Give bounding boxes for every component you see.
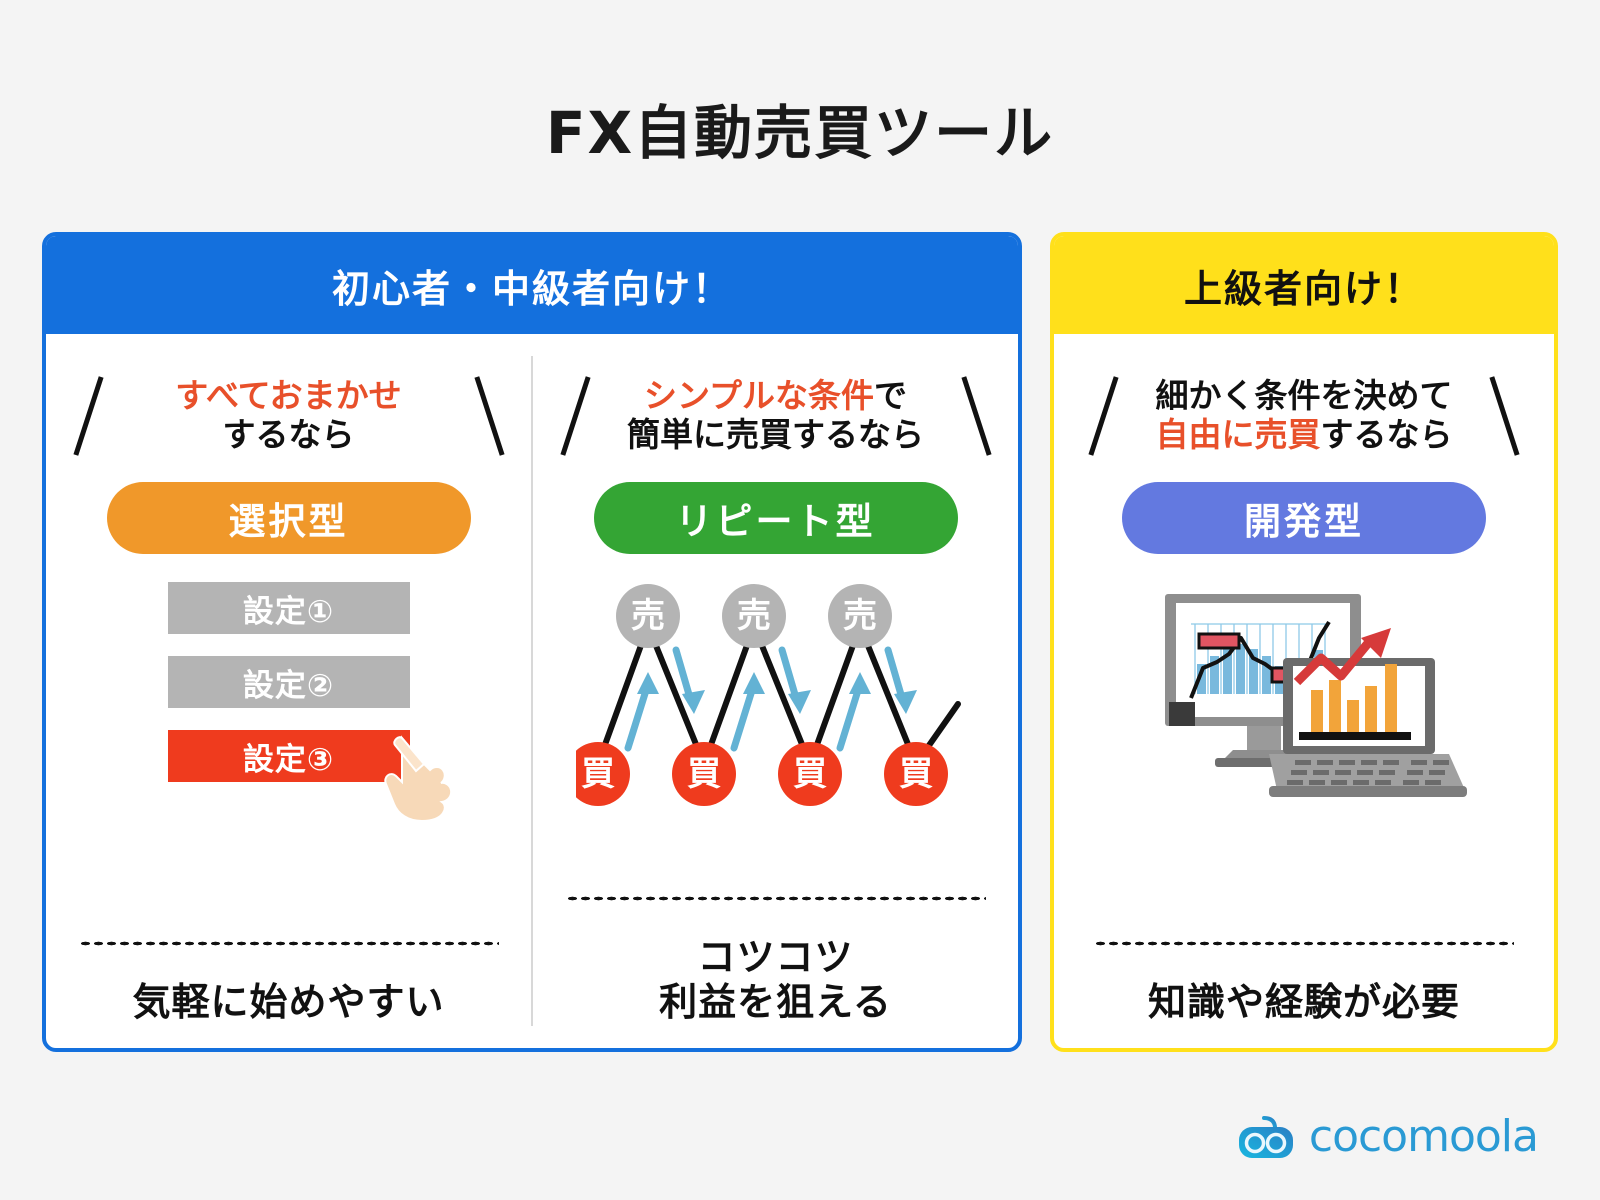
kaihatsu-footer-text: 知識や経験が必要 xyxy=(1147,980,1460,1025)
column-kaihatsu: 細かく条件を決めて 自由に売買するなら 開発型 xyxy=(1054,334,1554,1048)
buy-node: 買 買 買 買 xyxy=(565,742,948,806)
repeat-lead-highlight: シンプルな条件 xyxy=(643,376,874,416)
robot-head-icon xyxy=(1238,1115,1293,1158)
beginner-card-header: 初心者・中級者向け！ xyxy=(46,236,1018,334)
slash-left-icon xyxy=(72,376,104,456)
kaihatsu-lead-line1: 細かく条件を決めて xyxy=(1155,376,1453,416)
sentaku-footer: 気軽に始めやすい xyxy=(46,941,531,1026)
slash-right-icon xyxy=(473,376,505,456)
slash-right-icon xyxy=(960,376,992,456)
svg-text:買: 買 xyxy=(687,754,721,794)
pill-repeat[interactable]: リピート型 xyxy=(593,482,958,554)
advanced-card-header: 上級者向け！ xyxy=(1054,236,1554,334)
kaihatsu-footer: 知識や経験が必要 xyxy=(1054,941,1554,1026)
svg-text:買: 買 xyxy=(793,754,827,794)
column-divider xyxy=(531,356,533,1026)
column-sentaku: すべておまかせ するなら 選択型 設定① 設定② 設定③ 気 xyxy=(46,334,531,1048)
advanced-card: 上級者向け！ 細かく条件を決めて 自由に売買するなら 開発型 xyxy=(1050,232,1558,1052)
svg-text:売: 売 xyxy=(631,596,665,636)
repeat-lead-suffix: で xyxy=(874,376,907,416)
svg-text:買: 買 xyxy=(899,754,933,794)
svg-text:売: 売 xyxy=(737,596,771,636)
repeat-lead: シンプルな条件で 簡単に売買するなら xyxy=(559,362,992,470)
sentaku-lead-rest: するなら xyxy=(222,415,355,454)
repeat-footer-line1: コツコツ xyxy=(697,934,854,979)
beginner-card-body: すべておまかせ するなら 選択型 設定① 設定② 設定③ 気 xyxy=(46,334,1018,1048)
slash-left-icon xyxy=(1088,376,1119,456)
repeat-lead-line2: 簡単に売買するなら xyxy=(627,415,924,454)
trading-computers-illustration xyxy=(1129,576,1479,808)
kaihatsu-lead: 細かく条件を決めて 自由に売買するなら xyxy=(1088,362,1520,470)
divider-dots xyxy=(1094,941,1514,947)
repeat-trade-diagram: 売 売 売 買 買 買 買 xyxy=(565,576,976,808)
sentaku-lead: すべておまかせ するなら xyxy=(72,362,505,470)
pointing-hand-icon xyxy=(383,735,452,823)
sentaku-lead-highlight: すべておまかせ xyxy=(175,376,402,416)
kaihatsu-lead-highlight: 自由に売買 xyxy=(1155,415,1321,454)
column-repeat: シンプルな条件で 簡単に売買するなら リピート型 xyxy=(533,334,1018,1048)
advanced-card-body: 細かく条件を決めて 自由に売買するなら 開発型 xyxy=(1054,334,1554,1048)
slash-left-icon xyxy=(559,376,591,456)
cocomoola-logo: cocomoola xyxy=(1237,1111,1539,1162)
svg-text:売: 売 xyxy=(843,596,877,636)
beginner-intermediate-card: 初心者・中級者向け！ すべておまかせ するなら 選択型 設定① 設定② 設定③ xyxy=(42,232,1022,1052)
sentaku-footer-text: 気軽に始めやすい xyxy=(132,980,445,1025)
page-title: FX自動売買ツール xyxy=(545,99,1055,167)
pill-sentaku[interactable]: 選択型 xyxy=(106,482,471,554)
cards-row: 初心者・中級者向け！ すべておまかせ するなら 選択型 設定① 設定② 設定③ xyxy=(42,232,1558,1052)
repeat-footer-line2: 利益を狙える xyxy=(659,980,892,1025)
slash-right-icon xyxy=(1489,376,1520,456)
repeat-footer: コツコツ 利益を狙える xyxy=(533,895,1018,1026)
settings-list: 設定① 設定② 設定③ xyxy=(167,582,452,823)
setting-row-1[interactable]: 設定① xyxy=(167,582,410,634)
setting-row-2[interactable]: 設定② xyxy=(167,656,410,708)
svg-text:買: 買 xyxy=(581,754,615,794)
logo-text: cocomoola xyxy=(1308,1111,1539,1162)
divider-dots xyxy=(565,895,986,901)
kaihatsu-lead-suffix: するなら xyxy=(1320,415,1453,454)
setting-row-3[interactable]: 設定③ xyxy=(167,730,410,782)
sell-node: 売 売 売 xyxy=(615,584,892,648)
pill-kaihatsu[interactable]: 開発型 xyxy=(1122,482,1486,554)
divider-dots xyxy=(78,941,499,947)
